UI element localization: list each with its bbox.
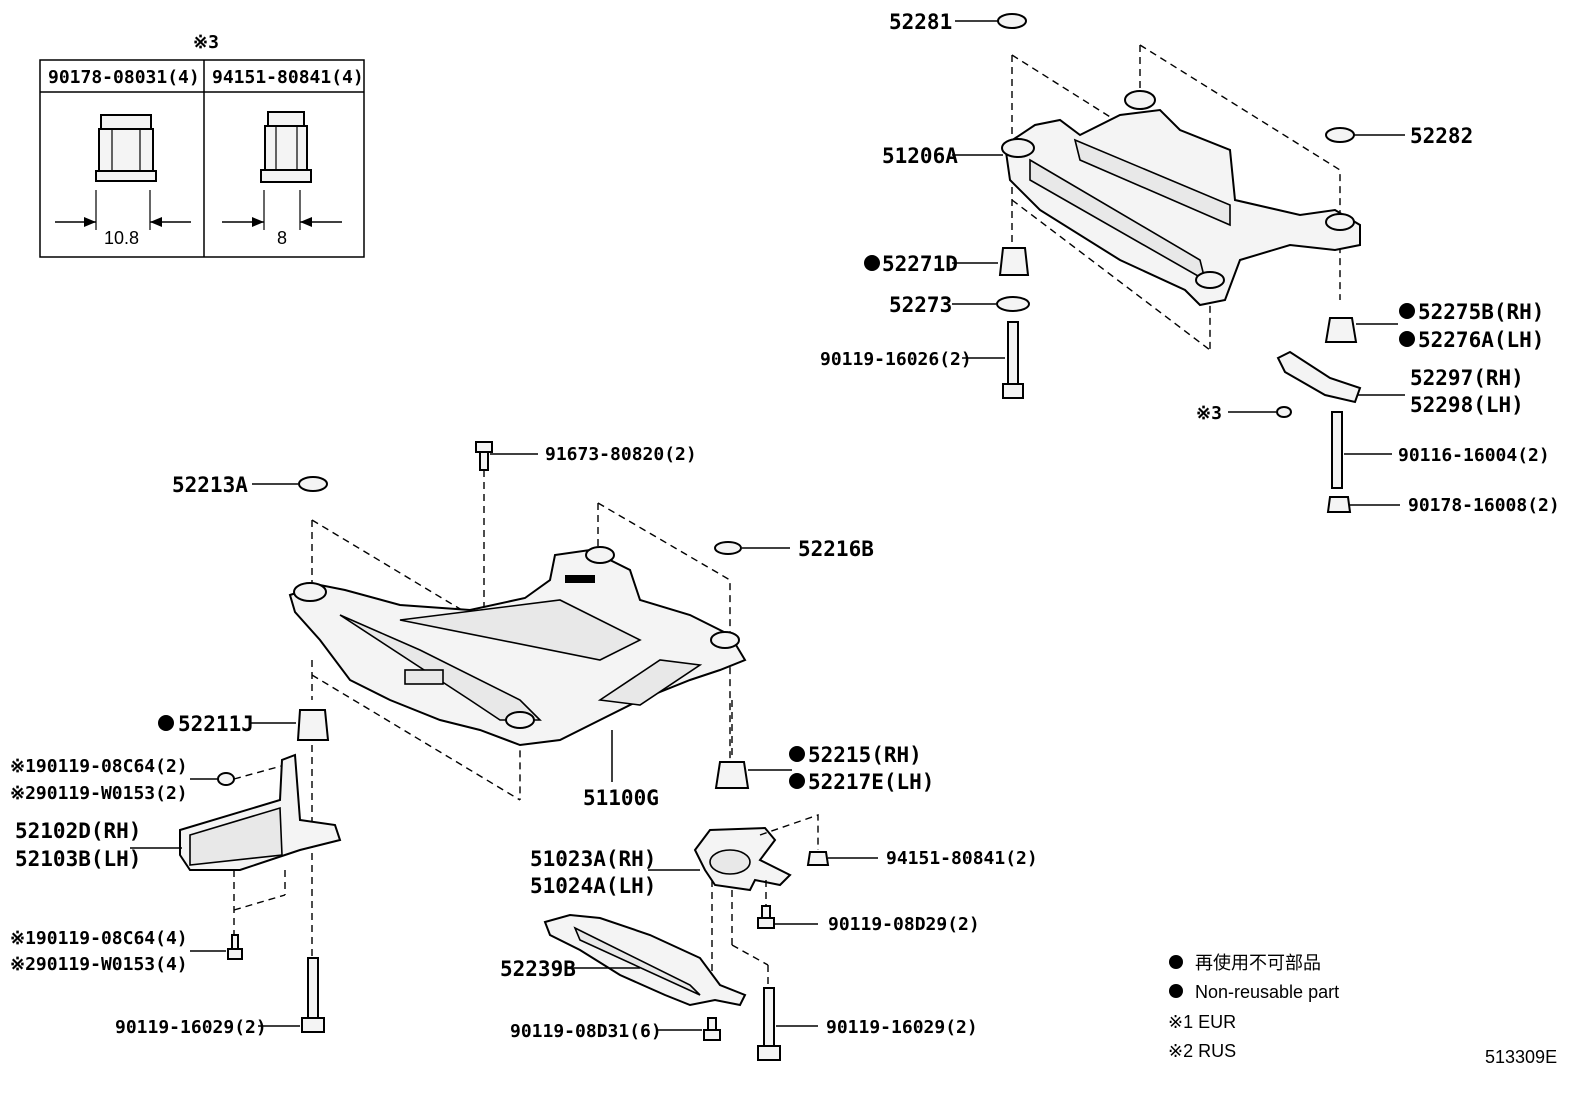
label-90119-W0153-2: ※290119-W0153(2) — [10, 783, 188, 804]
label-52281: 52281 — [889, 10, 952, 34]
washer-52282 — [1325, 127, 1355, 143]
washer-52281 — [997, 13, 1027, 29]
bolt-90119-08D31 — [703, 1017, 721, 1041]
legend-note1: ※1 EUR — [1168, 1012, 1236, 1032]
label-52102D: 52102D(RH) — [15, 819, 141, 843]
bolt-90119-08C64 — [227, 934, 243, 960]
label-52297: 52297(RH) — [1410, 366, 1524, 390]
label-52298: 52298(LH) — [1410, 393, 1524, 417]
label-51206A: 51206A — [882, 144, 958, 168]
label-note3: ※3 — [1196, 403, 1222, 424]
crossmember-51206A — [1001, 90, 1361, 307]
label-52273: 52273 — [889, 293, 952, 317]
label-90119-16026: 90119-16026(2) — [820, 349, 972, 370]
label-52103B: 52103B(LH) — [15, 847, 141, 871]
nut-90178-16008 — [1326, 496, 1352, 513]
label-52216B: 52216B — [798, 537, 874, 561]
washer-52213A — [298, 476, 328, 492]
label-52271D: 52271D — [882, 252, 958, 276]
bushing-52271D — [998, 247, 1030, 276]
label-52276A: 52276A(LH) — [1418, 328, 1544, 352]
label-90119-08C64-2: ※190119-08C64(2) — [10, 756, 188, 777]
label-51023A: 51023A(RH) — [530, 847, 656, 871]
table-col2-header: 94151-80841(4) — [212, 67, 364, 88]
label-52239B: 52239B — [500, 957, 576, 981]
label-52217E: 52217E(LH) — [808, 770, 934, 794]
non-reusable-dot-icon — [789, 746, 805, 762]
legend-en: Non-reusable part — [1195, 982, 1339, 1002]
label-90119-16029-right: 90119-16029(2) — [826, 1017, 978, 1038]
bolt-icon — [217, 772, 235, 786]
mount-assembly-51023A: 51023A(RH) 51024A(LH) 94151-80841(2) 901… — [530, 814, 1038, 1061]
non-reusable-dot-icon — [789, 773, 805, 789]
bolt-91673-80820 — [475, 441, 493, 471]
label-90119-08D31: 90119-08D31(6) — [510, 1021, 662, 1042]
label-52282: 52282 — [1410, 124, 1473, 148]
non-reusable-dot-icon — [1169, 955, 1183, 969]
dim-8: 8 — [277, 228, 287, 248]
label-52275B: 52275B(RH) — [1418, 300, 1544, 324]
label-94151-80841: 94151-80841(2) — [886, 848, 1038, 869]
nut-spec-table: ※3 90178-08031(4) 94151-80841(4) 10.8 — [39, 32, 365, 258]
washer-52216B — [714, 541, 742, 555]
legend-jp: 再使用不可部品 — [1195, 953, 1321, 973]
table-note: ※3 — [193, 32, 219, 53]
bushing-52215 — [714, 761, 750, 789]
label-51024A: 51024A(LH) — [530, 874, 656, 898]
non-reusable-dot-icon — [1399, 331, 1415, 347]
front-crossmember-assembly: 91673-80820(2) 52213A 52216B — [158, 441, 934, 960]
legend-note2: ※2 RUS — [1168, 1041, 1236, 1061]
reference-code: 513309E — [1485, 1047, 1557, 1067]
bracket-assembly-52102D: ※190119-08C64(2) ※290119-W0153(2) 52102D… — [10, 753, 342, 1038]
label-52215: 52215(RH) — [808, 743, 922, 767]
bolt-90119-16026 — [1002, 321, 1024, 399]
nut-icon — [1276, 406, 1292, 418]
non-reusable-dot-icon — [1169, 984, 1183, 998]
bolt-90119-08D29 — [757, 905, 775, 929]
stud-90116-16004 — [1331, 411, 1343, 489]
crossmember-51100G — [288, 546, 747, 747]
table-col1-header: 90178-08031(4) — [48, 67, 200, 88]
nut-94151-80841 — [806, 851, 830, 866]
legend: 再使用不可部品 Non-reusable part ※1 EUR ※2 RUS — [1168, 953, 1339, 1061]
label-91673-80820: 91673-80820(2) — [545, 444, 697, 465]
label-90119-08D29: 90119-08D29(2) — [828, 914, 980, 935]
non-reusable-dot-icon — [864, 255, 880, 271]
label-90119-16029-left: 90119-16029(2) — [115, 1017, 267, 1038]
label-90119-08C64-4: ※190119-08C64(4) — [10, 928, 188, 949]
dim-10.8: 10.8 — [104, 228, 139, 248]
label-51100G: 51100G — [583, 786, 659, 810]
label-90116-16004: 90116-16004(2) — [1398, 445, 1550, 466]
flange-nut-icon — [95, 114, 157, 182]
washer-52273 — [996, 296, 1030, 312]
label-52213A: 52213A — [172, 473, 248, 497]
label-90119-W0153-4: ※290119-W0153(4) — [10, 954, 188, 975]
label-90178-16008: 90178-16008(2) — [1408, 495, 1560, 516]
brace-assembly-52239B: 52239B 90119-08D31(6) — [500, 913, 747, 1042]
bracket-52297 — [1276, 350, 1362, 404]
flange-nut-icon — [260, 111, 312, 183]
label-52211J: 52211J — [178, 712, 254, 736]
rear-crossmember-assembly: 52281 52282 51206A 52271D 52273 90119-16… — [820, 10, 1560, 516]
bushing-52275B — [1324, 317, 1358, 343]
bolt-90119-16029 — [301, 957, 325, 1033]
non-reusable-dot-icon — [158, 715, 174, 731]
bushing-52211J — [296, 709, 330, 741]
bolt-90119-16029 — [757, 987, 781, 1061]
non-reusable-dot-icon — [1399, 303, 1415, 319]
